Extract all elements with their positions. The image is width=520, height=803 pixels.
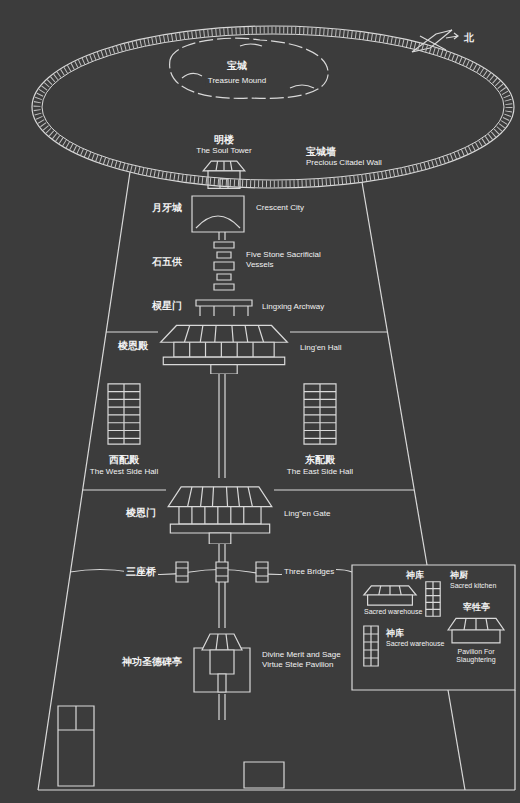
enclosure-wall	[38, 690, 515, 790]
chinese-name: 神库	[404, 570, 426, 581]
north-label: 北	[462, 32, 476, 44]
bridge	[176, 562, 188, 582]
bridge	[216, 562, 228, 582]
warehouse-drawing	[364, 626, 378, 666]
treasure-mound-ellipse: 宝城 Treasure Mound	[30, 24, 516, 190]
english-name: Pavilion For Slaughtering	[442, 648, 510, 665]
english-name: Five Stone Sacrificial Vessels	[244, 250, 332, 269]
chinese-name: 东配殿	[303, 454, 337, 466]
enclosure-wall	[362, 182, 427, 565]
stone-vessel	[217, 252, 231, 258]
crescent-city-wall	[192, 196, 244, 232]
chinese-name: 宝城	[225, 60, 249, 72]
chinese-name: 棂星门	[150, 300, 184, 312]
east-hall-drawing	[304, 384, 336, 444]
archway-beam	[196, 300, 252, 306]
english-name: Sacred warehouse	[362, 608, 424, 616]
enclosure-wall	[38, 172, 130, 790]
english-name: Ling"en Gate	[282, 509, 332, 519]
bridges-box: 三座桥Three Bridges	[174, 560, 270, 584]
english-name: Ling'en Hall	[298, 343, 344, 353]
side-hall-box: 东配殿The East Side Hall	[300, 380, 340, 448]
chinese-name: 月牙城	[150, 202, 184, 214]
citadel-wall-outer	[32, 26, 514, 188]
bridge-rails	[176, 568, 268, 576]
english-name: The West Side Hall	[88, 467, 160, 477]
chinese-name: 西配殿	[107, 454, 141, 466]
stele-pavilion-box: 神功圣德碑亭Divine Merit and Sage Virtue Stele…	[192, 628, 252, 694]
english-name: The East Side Hall	[285, 467, 355, 477]
west-hall-drawing	[108, 384, 140, 444]
crescent-city-box: 月牙城Crescent City	[192, 196, 244, 232]
chinese-name: 神厨	[448, 570, 470, 581]
stone-vessel	[214, 262, 234, 270]
slaughter-pavilion-box: 宰牲亭Pavilion For Slaughtering	[446, 616, 506, 644]
stele-pavilion-drawing	[194, 634, 250, 692]
english-name: Treasure Mound	[206, 76, 268, 86]
warehouse-box: 神库Sacred warehouse	[362, 584, 418, 606]
chinese-name: 石五供	[150, 256, 184, 268]
north-arrow	[446, 33, 458, 39]
warehouse-box: 神库Sacred warehouse	[362, 624, 380, 668]
stone-vessels-box: 石五供Five Stone Sacrificial Vessels	[212, 240, 236, 296]
english-name: Lingxing Archway	[260, 302, 326, 312]
citadel-wall-inner	[42, 34, 504, 180]
chinese-name: 明楼	[212, 134, 236, 146]
chinese-name: 神功圣德碑亭	[120, 656, 184, 668]
side-hall-box: 西配殿The West Side Hall	[104, 380, 144, 448]
english-name: The Soul Tower	[194, 146, 253, 156]
chinese-name: 三座桥	[124, 566, 158, 578]
corner-structure-detail	[58, 706, 94, 730]
crescent-wall	[196, 216, 240, 228]
citadel-wall-hatch	[37, 30, 509, 184]
chinese-name: 神库	[384, 628, 406, 639]
stone-vessel	[214, 284, 234, 290]
buildings	[58, 161, 504, 788]
chinese-name: 宰牲亭	[461, 602, 492, 613]
english-name: Crescent City	[254, 203, 306, 213]
english-name: Sacred kitchen	[448, 582, 498, 590]
stone-vessel	[214, 242, 234, 248]
chinese-name: 棱恩门	[124, 507, 158, 519]
chinese-name: 棱恩殿	[116, 340, 150, 352]
plan-lines	[38, 30, 515, 790]
archway-posts	[200, 306, 248, 316]
english-name: Three Bridges	[282, 567, 336, 577]
english-name: Divine Merit and Sage Virtue Stele Pavil…	[260, 650, 348, 669]
kitchen-box: 神厨Sacred kitchen	[424, 580, 442, 618]
hall-box: 棱恩殿Ling'en Hall	[158, 318, 290, 374]
archway-box: 棂星门Lingxing Archway	[196, 298, 252, 316]
english-name: Sacred warehouse	[384, 640, 446, 648]
bridge	[256, 562, 268, 582]
wall-label: 宝城墙	[304, 146, 338, 158]
lingen-hall-drawing	[161, 325, 288, 374]
three-bridges	[176, 562, 268, 582]
mound-contours	[182, 44, 314, 88]
wall-label: Precious Citadel Wall	[304, 158, 384, 168]
soul-tower-box: 明楼The Soul Tower	[200, 158, 248, 190]
kitchen-drawing	[426, 582, 440, 617]
warehouse-drawing	[364, 586, 416, 605]
corner-structure	[244, 762, 284, 788]
lingen-gate-drawing	[168, 487, 272, 544]
mound-outline	[170, 38, 328, 98]
service-compound-wall	[352, 565, 515, 690]
enclosure-wall	[448, 690, 465, 790]
citadel-wall-ellipse	[30, 24, 516, 190]
stone-vessel	[217, 274, 231, 280]
slaughter-pavilion-drawing	[448, 618, 504, 643]
corner-structure	[58, 706, 94, 786]
gate-box: 棱恩门Ling"en Gate	[166, 478, 274, 544]
